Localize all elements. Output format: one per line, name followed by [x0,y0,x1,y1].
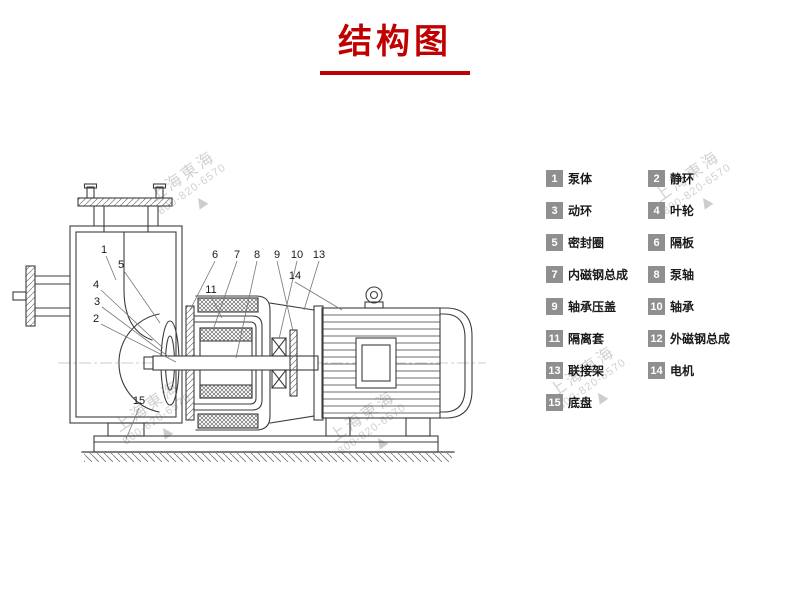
motor [321,286,473,437]
pump-structure-drawing: 1 5 4 3 2 6 7 8 9 10 13 11 14 15 [8,168,538,505]
legend-label: 电机 [670,364,695,378]
legend-item-2: 2 静环 [648,170,748,187]
legend-number: 2 [648,170,665,187]
callout-11: 11 [205,284,216,296]
legend-number: 9 [546,298,563,315]
legend-number: 12 [648,330,665,347]
legend-label: 隔离套 [568,332,605,346]
pump-assembly [12,183,473,462]
legend-number: 8 [648,266,665,283]
legend-item-11: 11 隔离套 [546,330,646,347]
legend-label: 隔板 [670,236,695,250]
legend-number: 14 [648,362,665,379]
legend-item-7: 7 内磁钢总成 [546,266,646,283]
legend-label: 密封圈 [568,236,605,250]
legend-item-6: 6 隔板 [648,234,748,251]
base-plate [81,435,455,462]
legend-label: 底盘 [568,396,593,410]
legend-number: 1 [546,170,563,187]
legend-item-9: 9 轴承压盖 [546,298,646,315]
legend-number: 5 [546,234,563,251]
legend-item-14: 14 电机 [648,362,748,379]
callout-2: 2 [93,313,99,325]
legend-number: 11 [546,330,563,347]
parts-legend: 1 泵体 2 静环 3 动环 4 叶轮 5 密封圈 6 隔板 7 内磁钢总成 8… [546,170,748,411]
legend-item-12: 12 外磁钢总成 [648,330,748,347]
callout-9: 9 [274,249,280,261]
header: 结构图 [0,14,790,75]
legend-label: 叶轮 [670,204,695,218]
callout-13: 13 [313,249,325,261]
legend-label: 泵体 [568,172,593,186]
callout-8: 8 [254,249,260,261]
callout-4: 4 [93,279,99,291]
legend-label: 动环 [568,204,593,218]
legend-label: 内磁钢总成 [568,268,629,282]
legend-item-4: 4 叶轮 [648,202,748,219]
callout-3: 3 [94,296,100,308]
callout-6: 6 [212,249,218,261]
title-underline [320,71,470,75]
connecting-frame [269,302,324,424]
legend-number: 15 [546,394,563,411]
legend-number: 4 [648,202,665,219]
callout-14: 14 [289,270,301,282]
legend-item-13: 13 联接架 [546,362,646,379]
pump-body [12,225,183,437]
legend-label: 外磁钢总成 [670,332,731,346]
legend-label: 轴承 [670,300,695,314]
callout-numbers: 1 5 4 3 2 6 7 8 9 10 13 11 14 15 [93,244,325,407]
legend-number: 7 [546,266,563,283]
callout-10: 10 [291,249,303,261]
legend-item-15: 15 底盘 [546,394,646,411]
legend-number: 6 [648,234,665,251]
legend-number: 13 [546,362,563,379]
bearings [271,329,298,397]
legend-item-3: 3 动环 [546,202,646,219]
pump-shaft [143,355,319,371]
suction-flange [77,183,173,233]
legend-label: 静环 [670,172,695,186]
callout-7: 7 [234,249,240,261]
callout-1: 1 [101,244,107,256]
legend-number: 10 [648,298,665,315]
legend-label: 泵轴 [670,268,695,282]
legend-label: 联接架 [568,364,605,378]
legend-number: 3 [546,202,563,219]
inner-magnet-assembly [199,327,253,399]
legend-item-5: 5 密封圈 [546,234,646,251]
callout-5: 5 [118,259,124,271]
legend-item-1: 1 泵体 [546,170,646,187]
legend-label: 轴承压盖 [568,300,617,314]
legend-item-8: 8 泵轴 [648,266,748,283]
callout-leaders [100,255,343,440]
legend-item-10: 10 轴承 [648,298,748,315]
callout-15: 15 [133,395,145,407]
page-title: 结构图 [338,23,452,61]
pump-cross-section-svg: 1 5 4 3 2 6 7 8 9 10 13 11 14 15 [12,183,486,462]
